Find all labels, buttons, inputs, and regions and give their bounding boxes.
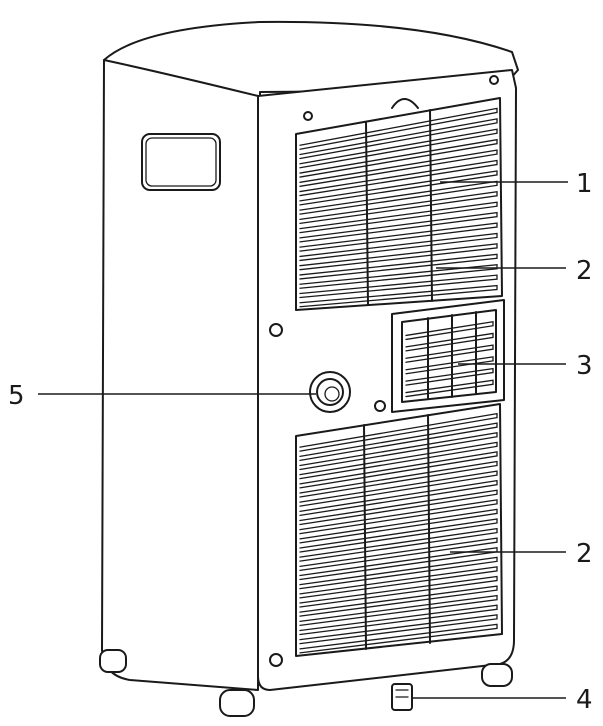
grille-slat (299, 138, 498, 178)
grille-slat (299, 527, 498, 562)
lower-grille-slats (299, 412, 498, 654)
screw-icon (269, 653, 283, 667)
outlet-slat (405, 344, 494, 363)
grille-slat (299, 149, 498, 187)
caster-wheel (219, 689, 255, 717)
grille-slat (299, 537, 498, 571)
unit-top-edge (103, 59, 259, 121)
lower-grille-divider (427, 414, 431, 644)
screw-icon (269, 323, 283, 337)
outlet-slat (405, 379, 494, 398)
grille-slat (299, 479, 498, 516)
grille-slat (299, 556, 498, 590)
grille-slat (299, 118, 498, 160)
grille-slat (299, 201, 498, 234)
outlet-slat (405, 356, 494, 375)
grille-slat (299, 489, 498, 526)
grille-slat (299, 441, 498, 480)
side-handle-inner (145, 137, 217, 187)
caster-wheel (481, 663, 513, 687)
grille-slat (299, 594, 498, 626)
callout-2-upper: 2 (576, 256, 593, 286)
callout-3: 3 (576, 351, 593, 381)
grille-slat (299, 264, 498, 289)
callout-5: 5 (8, 381, 25, 411)
caster-wheel (99, 649, 127, 673)
grille-slat (299, 566, 498, 599)
callout-1: 1 (576, 169, 593, 199)
grille-slat (299, 284, 498, 308)
grille-slat (299, 422, 498, 461)
grille-slat (299, 159, 498, 197)
outlet-slat (405, 367, 494, 386)
grille-slat (299, 604, 498, 636)
grille-slat (299, 128, 498, 169)
outlet-slat (405, 320, 494, 341)
grille-slat (299, 547, 498, 581)
top-hook (391, 98, 419, 109)
drain-outlet-knob (309, 371, 351, 413)
grille-slat (299, 222, 498, 252)
grille-slat (299, 585, 498, 617)
grille-slat (299, 451, 498, 489)
grille-slat (299, 412, 498, 452)
drain-outlet-knob-inner (316, 378, 344, 406)
grille-slat (299, 274, 498, 299)
grille-slat (299, 575, 498, 608)
drain-outlet-knob-center (324, 386, 340, 402)
grille-slat (299, 180, 498, 215)
grille-slat (299, 107, 498, 150)
outlet-slat (405, 332, 494, 352)
grille-slat (299, 431, 498, 471)
upper-grille-divider (429, 109, 433, 302)
grille-slat (299, 253, 498, 280)
grille-slat (299, 460, 498, 498)
grille-slat (299, 232, 498, 262)
grille-slat (299, 508, 498, 544)
side-handle-recess (141, 133, 221, 191)
upper-grille-divider (365, 121, 369, 306)
grille-slat (299, 623, 498, 654)
upper-grille-slats (299, 107, 498, 308)
grille-slat (299, 191, 498, 225)
callout-4: 4 (576, 685, 593, 715)
screw-icon (303, 111, 313, 121)
screw-icon (489, 75, 499, 85)
exhaust-outlet-slats (405, 320, 494, 398)
grille-slat (299, 170, 498, 206)
grille-slat (299, 211, 498, 243)
grille-slat (299, 614, 498, 645)
grille-slat (299, 470, 498, 507)
grille-slat (299, 518, 498, 553)
screw-icon (374, 400, 386, 412)
grille-slat (299, 243, 498, 271)
callout-2-lower: 2 (576, 539, 593, 569)
lower-grille-divider (363, 424, 367, 650)
grille-slat (299, 499, 498, 535)
